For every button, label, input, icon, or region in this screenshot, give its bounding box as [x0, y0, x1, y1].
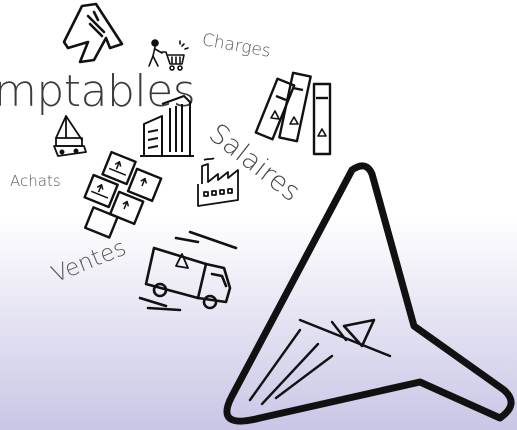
- label-charges: Charges: [201, 30, 273, 62]
- binders-icon: [262, 66, 342, 158]
- factory-icon: [194, 156, 244, 210]
- office-building-icon: [140, 94, 196, 158]
- delivery-truck-icon: [136, 228, 240, 314]
- shopping-cart-person-icon: [146, 38, 190, 72]
- coat-icon: [58, 2, 128, 64]
- label-achats: Achats: [10, 172, 61, 190]
